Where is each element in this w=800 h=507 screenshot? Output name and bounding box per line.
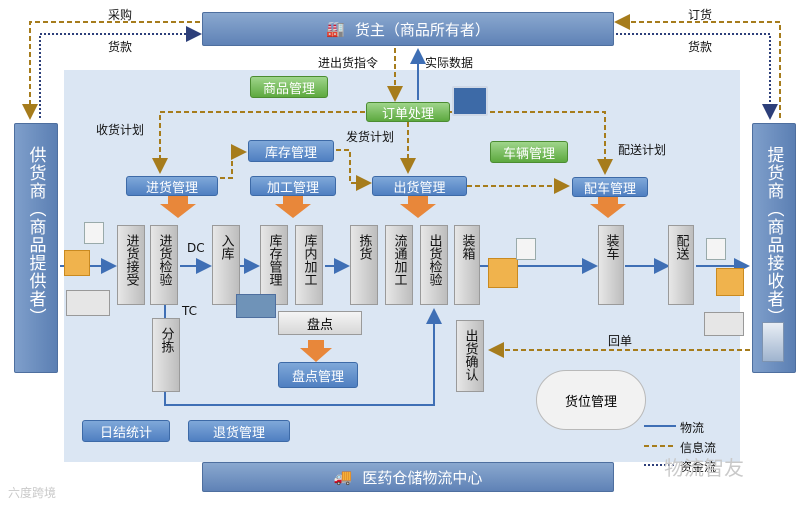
order-processing: 订单处理 xyxy=(366,102,450,122)
document-icon xyxy=(706,238,726,260)
watermark-left: 六度跨境 xyxy=(8,486,57,500)
process-out-confirm: 出货确认 xyxy=(456,320,484,392)
warehouse-icon: 🏭 xyxy=(326,20,345,38)
legend-info: 信息流 xyxy=(680,441,717,455)
center-bar: 🚚 医药仓储物流中心 xyxy=(202,462,614,492)
owner-bar: 🏭 货主（商品所有者） xyxy=(202,12,614,46)
process-internal: 库内加工 xyxy=(295,225,323,305)
label-receipt: 回单 xyxy=(608,334,633,348)
document-icon xyxy=(84,222,104,244)
warehouse-icon xyxy=(236,294,276,318)
label-tc: TC xyxy=(182,304,198,318)
building-icon xyxy=(762,322,784,362)
computer-icon xyxy=(452,86,488,116)
process-load: 装车 xyxy=(598,225,624,305)
label-payment-right: 货款 xyxy=(688,40,713,54)
stocktake-box: 盘点 xyxy=(278,311,362,335)
label-order: 订货 xyxy=(688,8,713,22)
stocktake-mgmt: 盘点管理 xyxy=(278,362,358,388)
label-inout-cmd: 进出货指令 xyxy=(318,56,379,70)
process-store: 入库 xyxy=(212,225,240,305)
vehicle-mgmt: 车辆管理 xyxy=(490,141,568,163)
watermark-right: 物流智友 xyxy=(664,456,744,480)
inventory-mgmt: 库存管理 xyxy=(248,140,334,162)
process-deliver: 配送 xyxy=(668,225,694,305)
label-purchase: 采购 xyxy=(108,8,133,22)
boxes-icon xyxy=(64,250,90,276)
process-sort: 分拣 xyxy=(152,318,180,392)
process-storage: 库存管理 xyxy=(260,225,288,305)
supplier-title: 供货商（商品提供者） xyxy=(25,146,46,326)
label-receive-plan: 收货计划 xyxy=(96,123,145,137)
process-circulate: 流通加工 xyxy=(385,225,413,305)
center-title: 医药仓储物流中心 xyxy=(362,468,483,487)
label-payment-left: 货款 xyxy=(108,40,133,54)
goods-mgmt: 商品管理 xyxy=(250,76,328,98)
boxes-icon xyxy=(488,258,518,288)
process-pick: 拣货 xyxy=(350,225,378,305)
label-delivery-plan: 配送计划 xyxy=(618,143,667,157)
process-inspect: 进货检验 xyxy=(150,225,178,305)
process-pack: 装箱 xyxy=(454,225,480,305)
legend-logistics: 物流 xyxy=(680,421,705,435)
boxes-icon xyxy=(716,268,744,296)
owner-title: 货主（商品所有者） xyxy=(354,20,490,39)
outbound-mgmt: 出货管理 xyxy=(372,176,467,196)
legend-funds: 资金流 xyxy=(680,460,717,474)
consignee-title: 提货商（商品接收者） xyxy=(763,146,784,326)
inbound-mgmt: 进货管理 xyxy=(126,176,218,196)
truck-icon xyxy=(704,312,744,336)
processing-mgmt: 加工管理 xyxy=(250,176,336,196)
label-ship-plan: 发货计划 xyxy=(346,130,395,144)
supplier-bar: 供货商（商品提供者） xyxy=(14,123,58,373)
label-actual-data: 实际数据 xyxy=(425,56,474,70)
document-icon xyxy=(516,238,536,260)
returns-mgmt: 退货管理 xyxy=(188,420,290,442)
label-dc: DC xyxy=(187,241,205,255)
process-receive: 进货接受 xyxy=(117,225,145,305)
daily-stats: 日结统计 xyxy=(82,420,170,442)
dispatch-mgmt: 配车管理 xyxy=(572,177,648,197)
location-mgmt-cloud: 货位管理 xyxy=(536,370,646,430)
truck-icon xyxy=(66,290,110,316)
process-out-inspect: 出货检验 xyxy=(420,225,448,305)
truck-icon: 🚚 xyxy=(333,468,353,486)
